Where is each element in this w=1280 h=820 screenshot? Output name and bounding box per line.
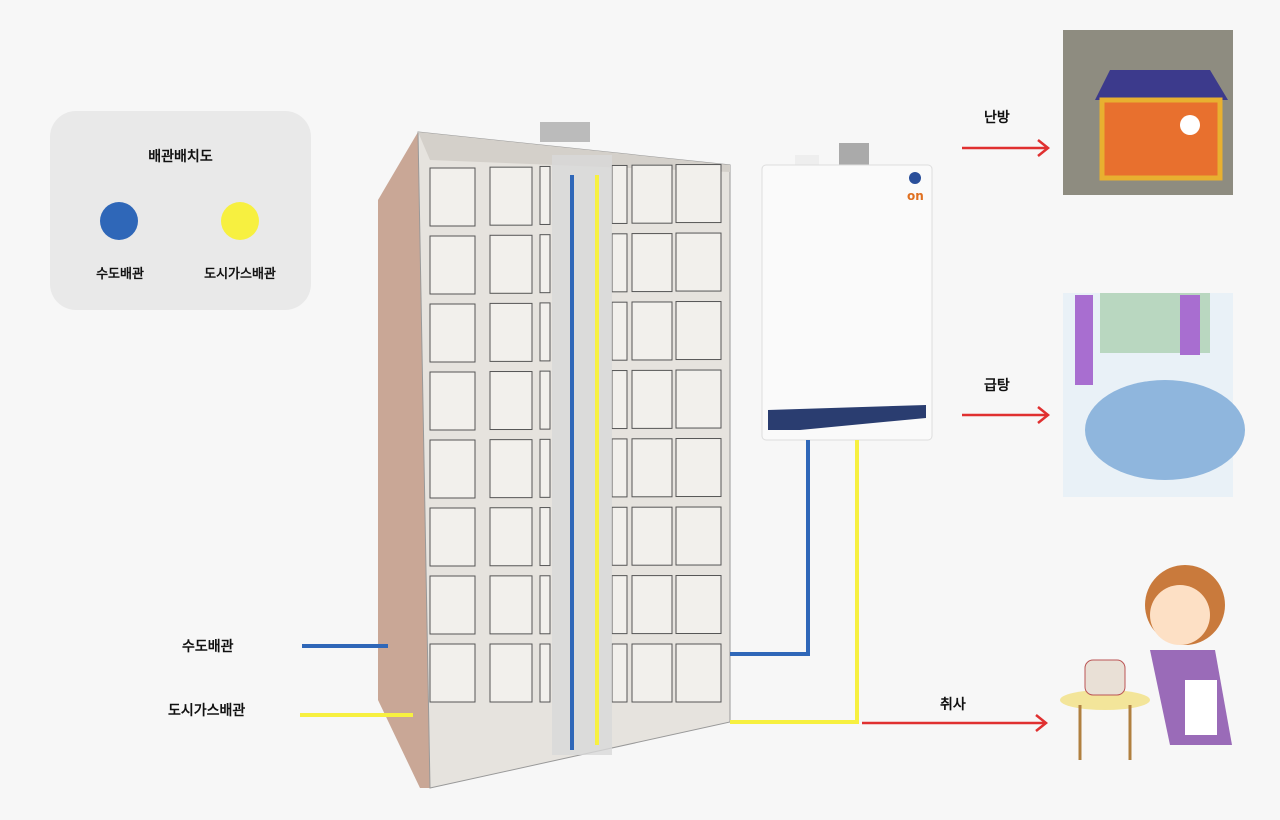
apartment-building: [378, 122, 731, 789]
building-window: [675, 232, 722, 292]
gas-pipe-swatch: [221, 202, 259, 240]
building-window: [675, 575, 722, 635]
building-window: [489, 302, 533, 362]
building-window: [675, 643, 722, 703]
svg-text:on: on: [907, 189, 924, 203]
building-window: [539, 165, 551, 225]
building-window: [611, 233, 628, 293]
cooking-illustration: [1060, 565, 1232, 760]
building-window: [539, 507, 551, 567]
building-window: [429, 643, 476, 703]
building-window: [611, 643, 628, 703]
pipes: [300, 175, 859, 750]
building-window: [539, 575, 551, 635]
building-window: [631, 575, 673, 635]
building-window: [631, 506, 673, 566]
building-window: [631, 369, 673, 429]
building-window: [539, 234, 551, 294]
building-window: [429, 371, 476, 431]
building-window: [675, 506, 722, 566]
building-window: [631, 164, 673, 224]
building-window: [611, 370, 628, 430]
building-window: [489, 507, 533, 567]
water-pipe-swatch: [100, 202, 138, 240]
hot-water-label: 급탕: [984, 378, 1010, 394]
boiler: on: [761, 143, 933, 441]
building-window: [429, 167, 476, 227]
building-window: [429, 575, 476, 635]
building-window: [675, 164, 722, 224]
legend-water-label: 수도배관: [96, 267, 144, 282]
building-window: [631, 233, 673, 293]
cooking-label: 취사: [940, 697, 966, 713]
building-window: [539, 370, 551, 430]
building-window: [489, 371, 533, 431]
building-window: [611, 575, 628, 635]
legend-gas-label: 도시가스배관: [204, 267, 276, 282]
building-window: [539, 438, 551, 498]
building-window: [429, 507, 476, 567]
building-window: [539, 302, 551, 362]
heating-illustration: [1063, 30, 1233, 195]
building-window: [489, 166, 533, 226]
water-pipe-label: 수도배관: [182, 639, 234, 655]
building-window: [489, 439, 533, 499]
building-window: [631, 643, 673, 703]
heating-label: 난방: [984, 110, 1010, 126]
building-window: [675, 369, 722, 429]
legend-panel: 배관배치도 수도배관 도시가스배관: [50, 111, 311, 310]
building-window: [429, 235, 476, 295]
building-window: [489, 643, 533, 703]
arrows: [862, 139, 1051, 732]
building-window: [429, 303, 476, 363]
building-window: [611, 164, 628, 224]
bath-illustration: [1063, 293, 1245, 497]
building-window: [539, 643, 551, 703]
building-window: [611, 301, 628, 361]
legend-title: 배관배치도: [148, 149, 213, 165]
building-window: [611, 506, 628, 566]
building-window: [611, 438, 628, 498]
gas-pipe-label: 도시가스배관: [168, 703, 246, 719]
building-window: [631, 438, 673, 498]
building-window: [631, 301, 673, 361]
building-window: [489, 234, 533, 294]
building-window: [489, 575, 533, 635]
building-window: [675, 301, 722, 361]
building-window: [675, 438, 722, 498]
building-window: [429, 439, 476, 499]
